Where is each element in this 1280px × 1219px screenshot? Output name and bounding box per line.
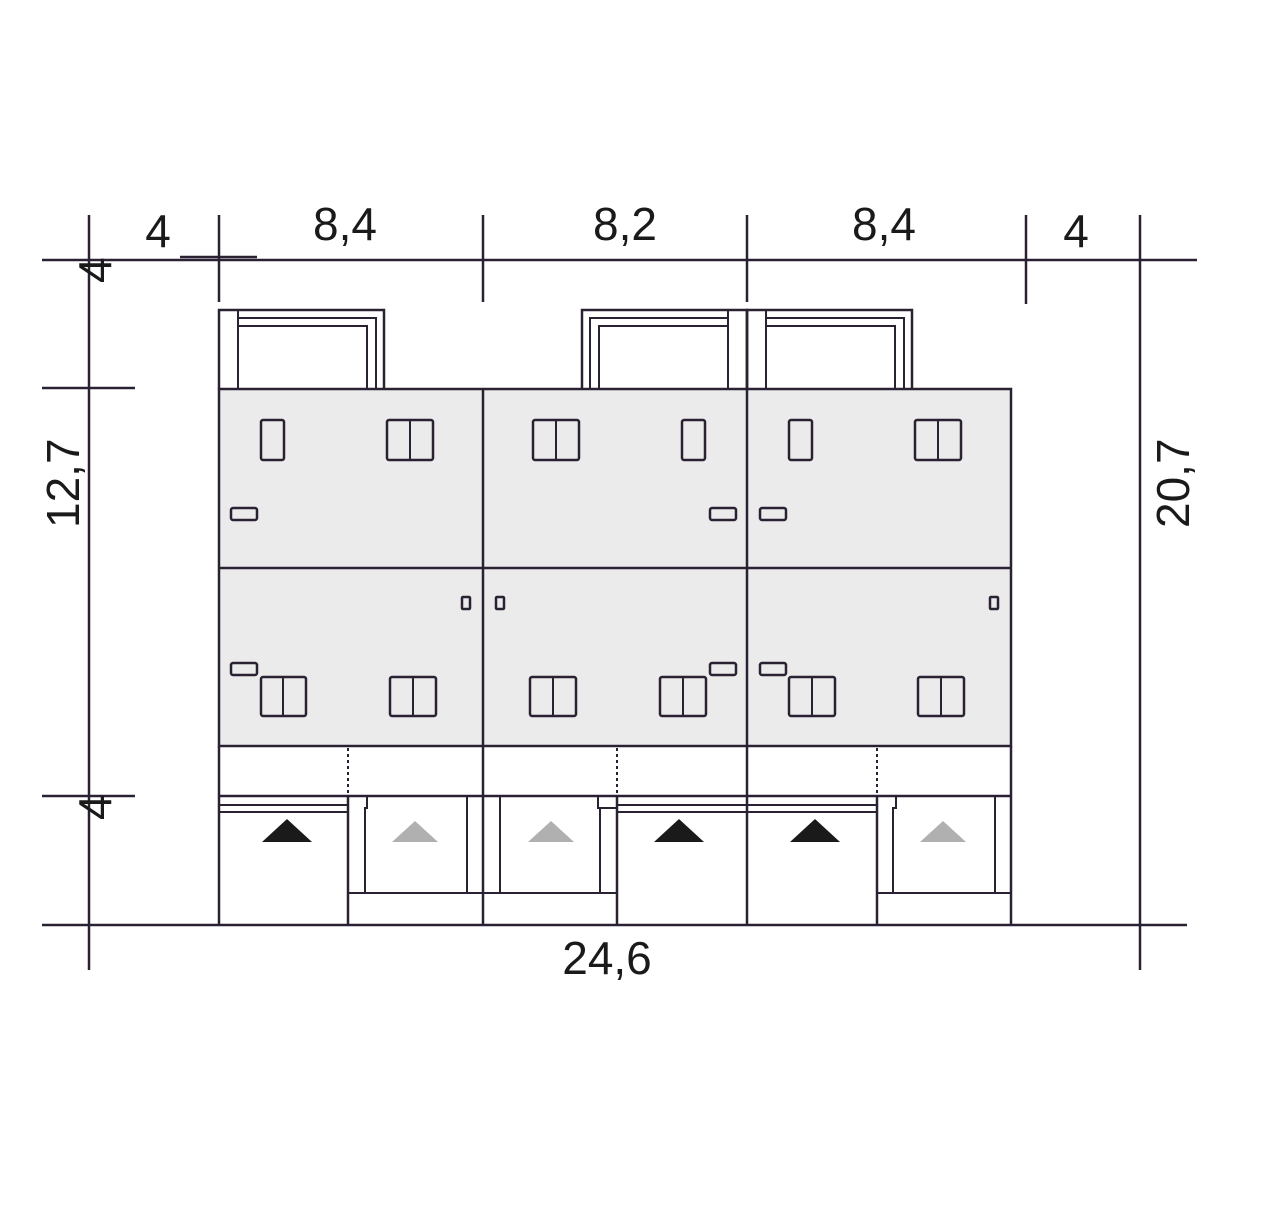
dim-left-top: 4: [69, 257, 121, 283]
secondary-entrance-icon: [528, 821, 574, 842]
terraces: [217, 308, 914, 389]
dim-bottom-total: 24,6: [562, 932, 652, 984]
dim-right-total: 20,7: [1147, 438, 1199, 528]
main-entrance-icon: [262, 819, 312, 842]
dim-left-bottom: 4: [69, 794, 121, 820]
dim-top-right-setback: 4: [1063, 205, 1089, 257]
secondary-entrance-icon: [392, 821, 438, 842]
main-entrance-icon: [654, 819, 704, 842]
dim-top-unit-2: 8,2: [593, 198, 657, 250]
dim-top-unit-1: 8,4: [313, 198, 377, 250]
dim-top-left-setback: 4: [145, 205, 171, 257]
dimension-lines: [42, 215, 1197, 970]
entrance-zone: [217, 746, 1013, 925]
main-entrance-icon: [790, 819, 840, 842]
secondary-entrance-icon: [920, 821, 966, 842]
dim-top-unit-3: 8,4: [852, 198, 916, 250]
dim-left-middle: 12,7: [37, 438, 89, 528]
roof-windows: [229, 418, 1000, 718]
building-roofs: [217, 310, 1013, 925]
